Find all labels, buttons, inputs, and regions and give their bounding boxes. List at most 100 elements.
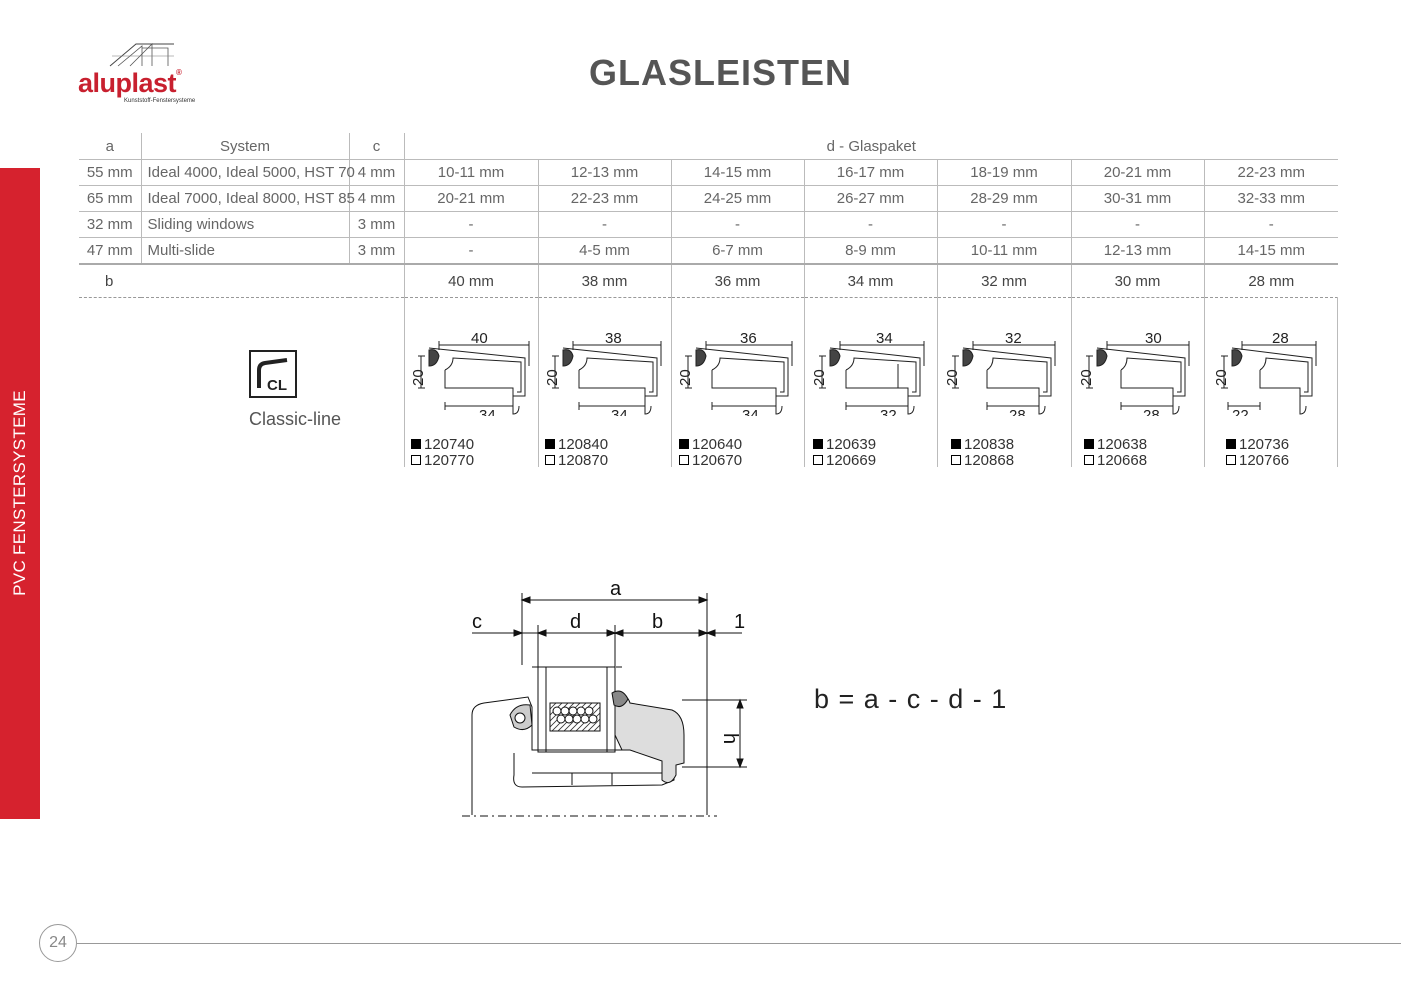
cell-system: Ideal 7000, Ideal 8000, HST 85 — [141, 185, 355, 212]
cell-d: 32-33 mm — [1204, 185, 1339, 212]
profile-drawing: 32 20 28 — [944, 330, 1056, 416]
cell-d: 30-31 mm — [1071, 185, 1205, 212]
b-value: 38 mm — [538, 264, 672, 298]
dim-b: b — [652, 611, 663, 633]
empty-square-icon — [813, 455, 823, 465]
profile-bottom-dim: 22 — [1232, 407, 1249, 416]
code-filled: 120840 — [558, 436, 609, 453]
cell-d: 22-23 mm — [538, 185, 672, 212]
cell-d: 22-23 mm — [1204, 159, 1339, 186]
profile-side-dim: 20 — [677, 369, 694, 386]
cell-system: Sliding windows — [141, 211, 350, 238]
header-system: System — [141, 133, 350, 160]
cell-a: 32 mm — [79, 211, 142, 238]
cell-d: - — [937, 211, 1072, 238]
cell-d: 14-15 mm — [1204, 237, 1339, 265]
table-row: 32 mm Sliding windows 3 mm - - - - - - - — [79, 211, 1339, 238]
empty-square-icon — [679, 455, 689, 465]
cell-d: 14-15 mm — [671, 159, 805, 186]
dim-h: h — [719, 733, 741, 744]
cell-d: 12-13 mm — [1071, 237, 1205, 265]
profile-side-dim: 20 — [944, 369, 961, 386]
profile-side-dim: 20 — [1078, 369, 1095, 386]
dim-a: a — [610, 578, 622, 600]
page-title: GLASLEISTEN — [588, 52, 853, 93]
cell-d: 12-13 mm — [538, 159, 672, 186]
profile-drawing: 36 20 34 — [677, 330, 793, 416]
aluplast-logo: aluplast® Kunststoff-Fenstersysteme — [78, 38, 208, 110]
profile-top-dim: 32 — [1005, 330, 1022, 347]
b-row: b 40 mm 38 mm 36 mm 34 mm 32 mm 30 mm 28… — [79, 264, 1339, 298]
profile-top-dim: 38 — [605, 330, 622, 347]
cell-d: 10-11 mm — [937, 237, 1072, 265]
table-row: 65 mm Ideal 7000, Ideal 8000, HST 85 4 m… — [79, 185, 1339, 212]
profile-side-dim: 20 — [410, 369, 427, 386]
cell-d: 24-25 mm — [671, 185, 805, 212]
cell-d: 4-5 mm — [538, 237, 672, 265]
b-value: 30 mm — [1071, 264, 1205, 298]
cell-d: 10-11 mm — [404, 159, 539, 186]
filled-square-icon — [545, 439, 555, 449]
code-empty: 120670 — [692, 452, 743, 469]
cell-a: 47 mm — [79, 237, 142, 265]
profile-bottom-dim: 34 — [611, 407, 628, 416]
profile-top-dim: 34 — [876, 330, 893, 347]
profile-bottom-dim: 34 — [742, 407, 759, 416]
cell-c: 4 mm — [349, 159, 405, 186]
header-c: c — [349, 133, 405, 160]
filled-square-icon — [813, 439, 823, 449]
code-filled: 120639 — [826, 436, 877, 453]
profile-drawing: 28 20 22 — [1213, 330, 1317, 416]
header-a: a — [79, 133, 142, 160]
cell-c: 3 mm — [349, 211, 405, 238]
dim-d: d — [570, 611, 581, 633]
classic-line-icon-text: CL — [267, 377, 287, 394]
profile-top-dim: 36 — [740, 330, 757, 347]
profile-top-dim: 28 — [1272, 330, 1289, 347]
empty-square-icon — [1226, 455, 1236, 465]
b-label: b — [79, 264, 141, 298]
b-value: 40 mm — [404, 264, 539, 298]
code-filled: 120736 — [1239, 436, 1290, 453]
page-number: 24 — [39, 924, 77, 962]
code-filled: 120838 — [964, 436, 1015, 453]
code-empty: 120870 — [558, 452, 609, 469]
roof-icon — [109, 43, 174, 67]
b-value: 32 mm — [937, 264, 1072, 298]
cell-d: - — [671, 211, 805, 238]
b-value: 34 mm — [804, 264, 938, 298]
b-value: 28 mm — [1204, 264, 1339, 298]
profile-side-dim: 20 — [1213, 369, 1230, 386]
table-row: 55 mm Ideal 4000, Ideal 5000, HST 70 4 m… — [79, 159, 1339, 186]
code-empty: 120669 — [826, 452, 877, 469]
filled-square-icon — [1084, 439, 1094, 449]
cell-a: 65 mm — [79, 185, 142, 212]
code-empty: 120668 — [1097, 452, 1148, 469]
glass-bead-table: a System c d - Glaspaket 55 mm Ideal 400… — [79, 133, 1339, 298]
code-empty: 120766 — [1239, 452, 1290, 469]
cell-d: 20-21 mm — [1071, 159, 1205, 186]
cell-d: - — [404, 237, 539, 265]
cell-d: 16-17 mm — [804, 159, 938, 186]
glazing-cross-section: a c d b 1 h — [462, 578, 747, 817]
code-empty: 120868 — [964, 452, 1015, 469]
classic-line-label: Classic-line — [249, 409, 342, 429]
filled-square-icon — [679, 439, 689, 449]
profile-top-dim: 40 — [471, 330, 488, 347]
formula: b = a - c - d - 1 — [814, 684, 1008, 714]
cell-d: 8-9 mm — [804, 237, 938, 265]
empty-square-icon — [411, 455, 421, 465]
table-row: 47 mm Multi-slide 3 mm - 4-5 mm 6-7 mm 8… — [79, 237, 1339, 265]
cell-c: 3 mm — [349, 237, 405, 265]
profile-drawing: 34 20 32 — [811, 330, 925, 416]
cell-a: 55 mm — [79, 159, 142, 186]
profile-bottom-dim: 28 — [1009, 407, 1026, 416]
profile-top-dim: 30 — [1145, 330, 1162, 347]
cell-d: 20-21 mm — [404, 185, 539, 212]
profile-drawing: 38 20 34 — [544, 330, 662, 416]
